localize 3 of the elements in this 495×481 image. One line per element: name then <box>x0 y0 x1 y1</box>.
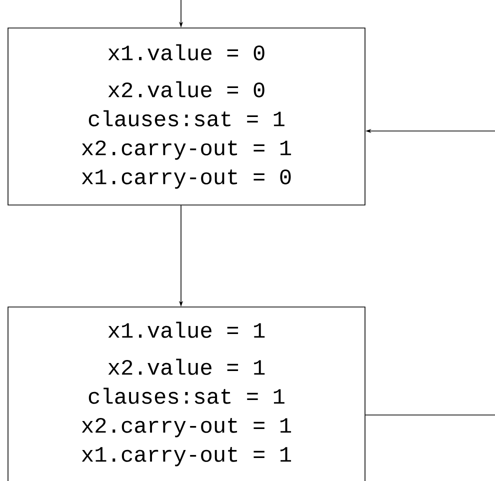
state-box: x1.value = 0 x2.value = 0 clauses:sat = 1 x2.carry-out = 1 x1.carry-out = 0 <box>8 28 366 206</box>
connector-line <box>364 414 495 416</box>
state-box: x1.value = 1 x2.value = 1 clauses:sat = 1 x2.carry-out = 1 x1.carry-out = 1 <box>8 306 366 481</box>
